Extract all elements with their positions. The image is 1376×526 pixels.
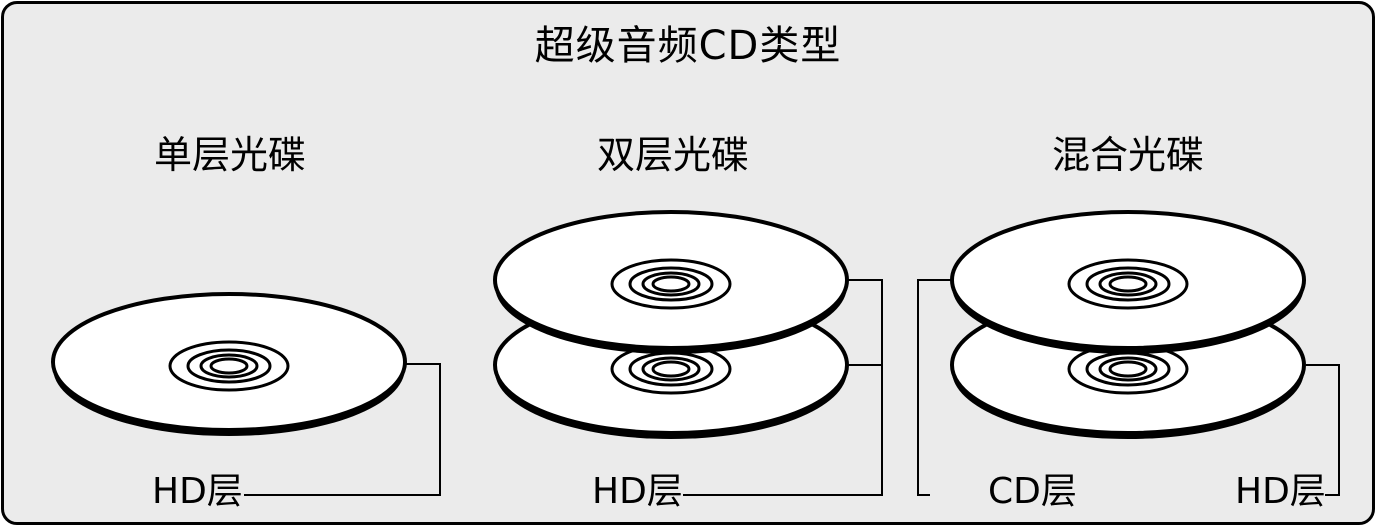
single-layer-disc: [51, 292, 407, 438]
hybrid-cd-connector: [917, 279, 951, 496]
dual-layer-top-disc: [493, 210, 849, 356]
hybrid-hd-connector: [1306, 364, 1340, 496]
dual-hd-connector: [683, 279, 883, 496]
diagram-title: 超级音频CD类型: [534, 23, 842, 69]
single-hd-connector: [244, 363, 441, 496]
dual-hd-label: HD层: [592, 471, 683, 512]
hybrid-heading: 混合光碟: [1051, 133, 1204, 177]
hybrid-hd-label: HD层: [1235, 471, 1326, 512]
single-layer-heading: 单层光碟: [153, 133, 306, 177]
dual-layer-heading: 双层光碟: [596, 133, 749, 177]
hybrid-cd-label: CD层: [988, 471, 1077, 512]
single-hd-label: HD层: [152, 471, 243, 512]
hybrid-top-disc: [950, 210, 1306, 356]
